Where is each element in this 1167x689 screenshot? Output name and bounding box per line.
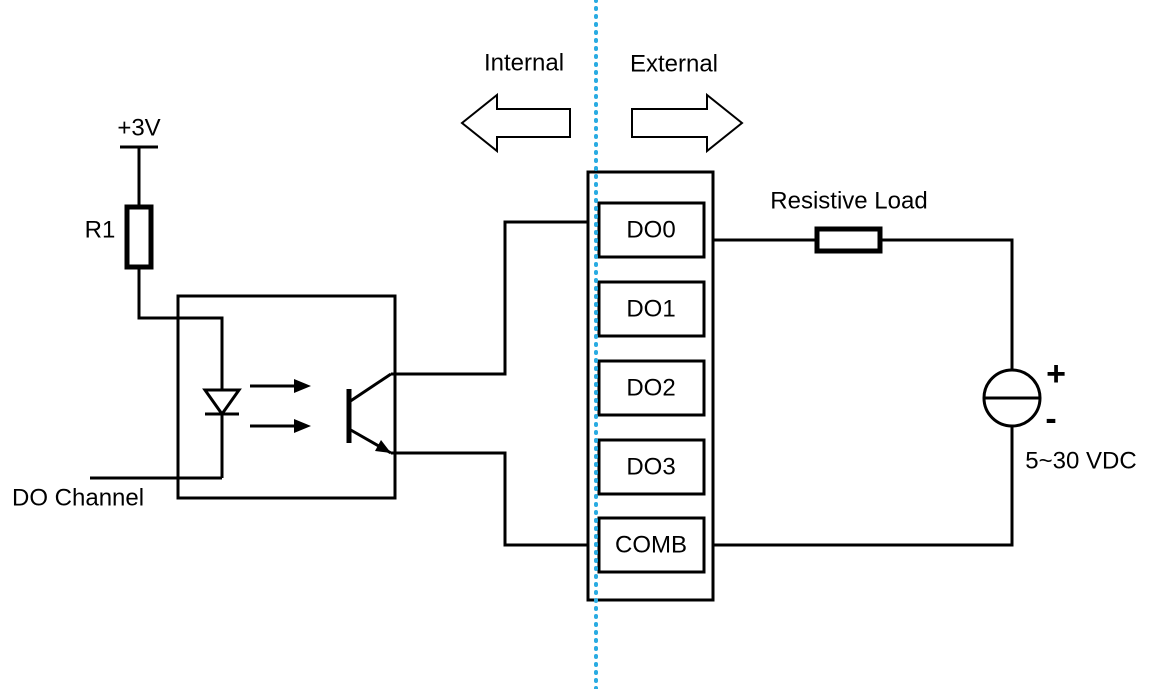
resistor-r1	[124, 204, 154, 270]
terminal-do0: DO0	[597, 201, 706, 259]
terminal-label-do2: DO2	[626, 375, 675, 402]
internal-direction-arrow-icon	[460, 92, 571, 154]
resistive-load-resistor	[814, 226, 883, 254]
terminal-label-do3: DO3	[626, 454, 675, 481]
optocoupler-box	[176, 294, 397, 500]
terminal-label-do0: DO0	[626, 217, 675, 244]
internal-label: Internal	[484, 50, 564, 77]
do-channel-label: DO Channel	[12, 485, 144, 512]
supply-wire-to-led	[137, 267, 224, 478]
resistive-load-label: Resistive Load	[770, 188, 927, 215]
terminal-do1: DO1	[597, 280, 706, 338]
power-source-symbol	[982, 368, 1042, 428]
led-symbol	[202, 388, 242, 417]
resistor-r1-label: R1	[85, 217, 116, 244]
external-label: External	[630, 51, 718, 78]
phototransistor-symbol	[346, 372, 392, 455]
terminal-box-do2	[597, 359, 706, 417]
terminal-comb: COMB	[597, 516, 706, 574]
source-voltage-label: 5~30 VDC	[1025, 448, 1136, 475]
transistor-collector	[348, 372, 392, 404]
terminal-box-comb	[597, 516, 706, 574]
wire-load-to-source	[879, 238, 1014, 370]
light-emission-arrowhead	[294, 419, 311, 433]
terminal-do3: DO3	[597, 438, 706, 496]
wire-collector-to-do0	[391, 220, 600, 376]
terminal-box-do3	[597, 438, 706, 496]
terminal-do2: DO2	[597, 359, 706, 417]
terminal-label-do1: DO1	[626, 296, 675, 323]
terminal-box-do1	[597, 280, 706, 338]
supply-voltage-label: +3V	[117, 115, 160, 142]
source-plus-label: +	[1046, 355, 1066, 393]
source-minus-label: -	[1045, 400, 1056, 438]
light-emission-arrows	[250, 379, 311, 433]
external-direction-arrow-icon	[631, 92, 744, 154]
transistor-emitter-arrowhead	[375, 440, 391, 453]
wire-source-to-comb	[705, 426, 1014, 547]
terminal-box-do0	[597, 201, 706, 259]
terminal-label-comb: COMB	[615, 532, 687, 559]
led-triangle	[202, 388, 242, 417]
light-emission-arrowhead	[294, 379, 311, 393]
wire-emitter-to-comb	[391, 451, 600, 547]
